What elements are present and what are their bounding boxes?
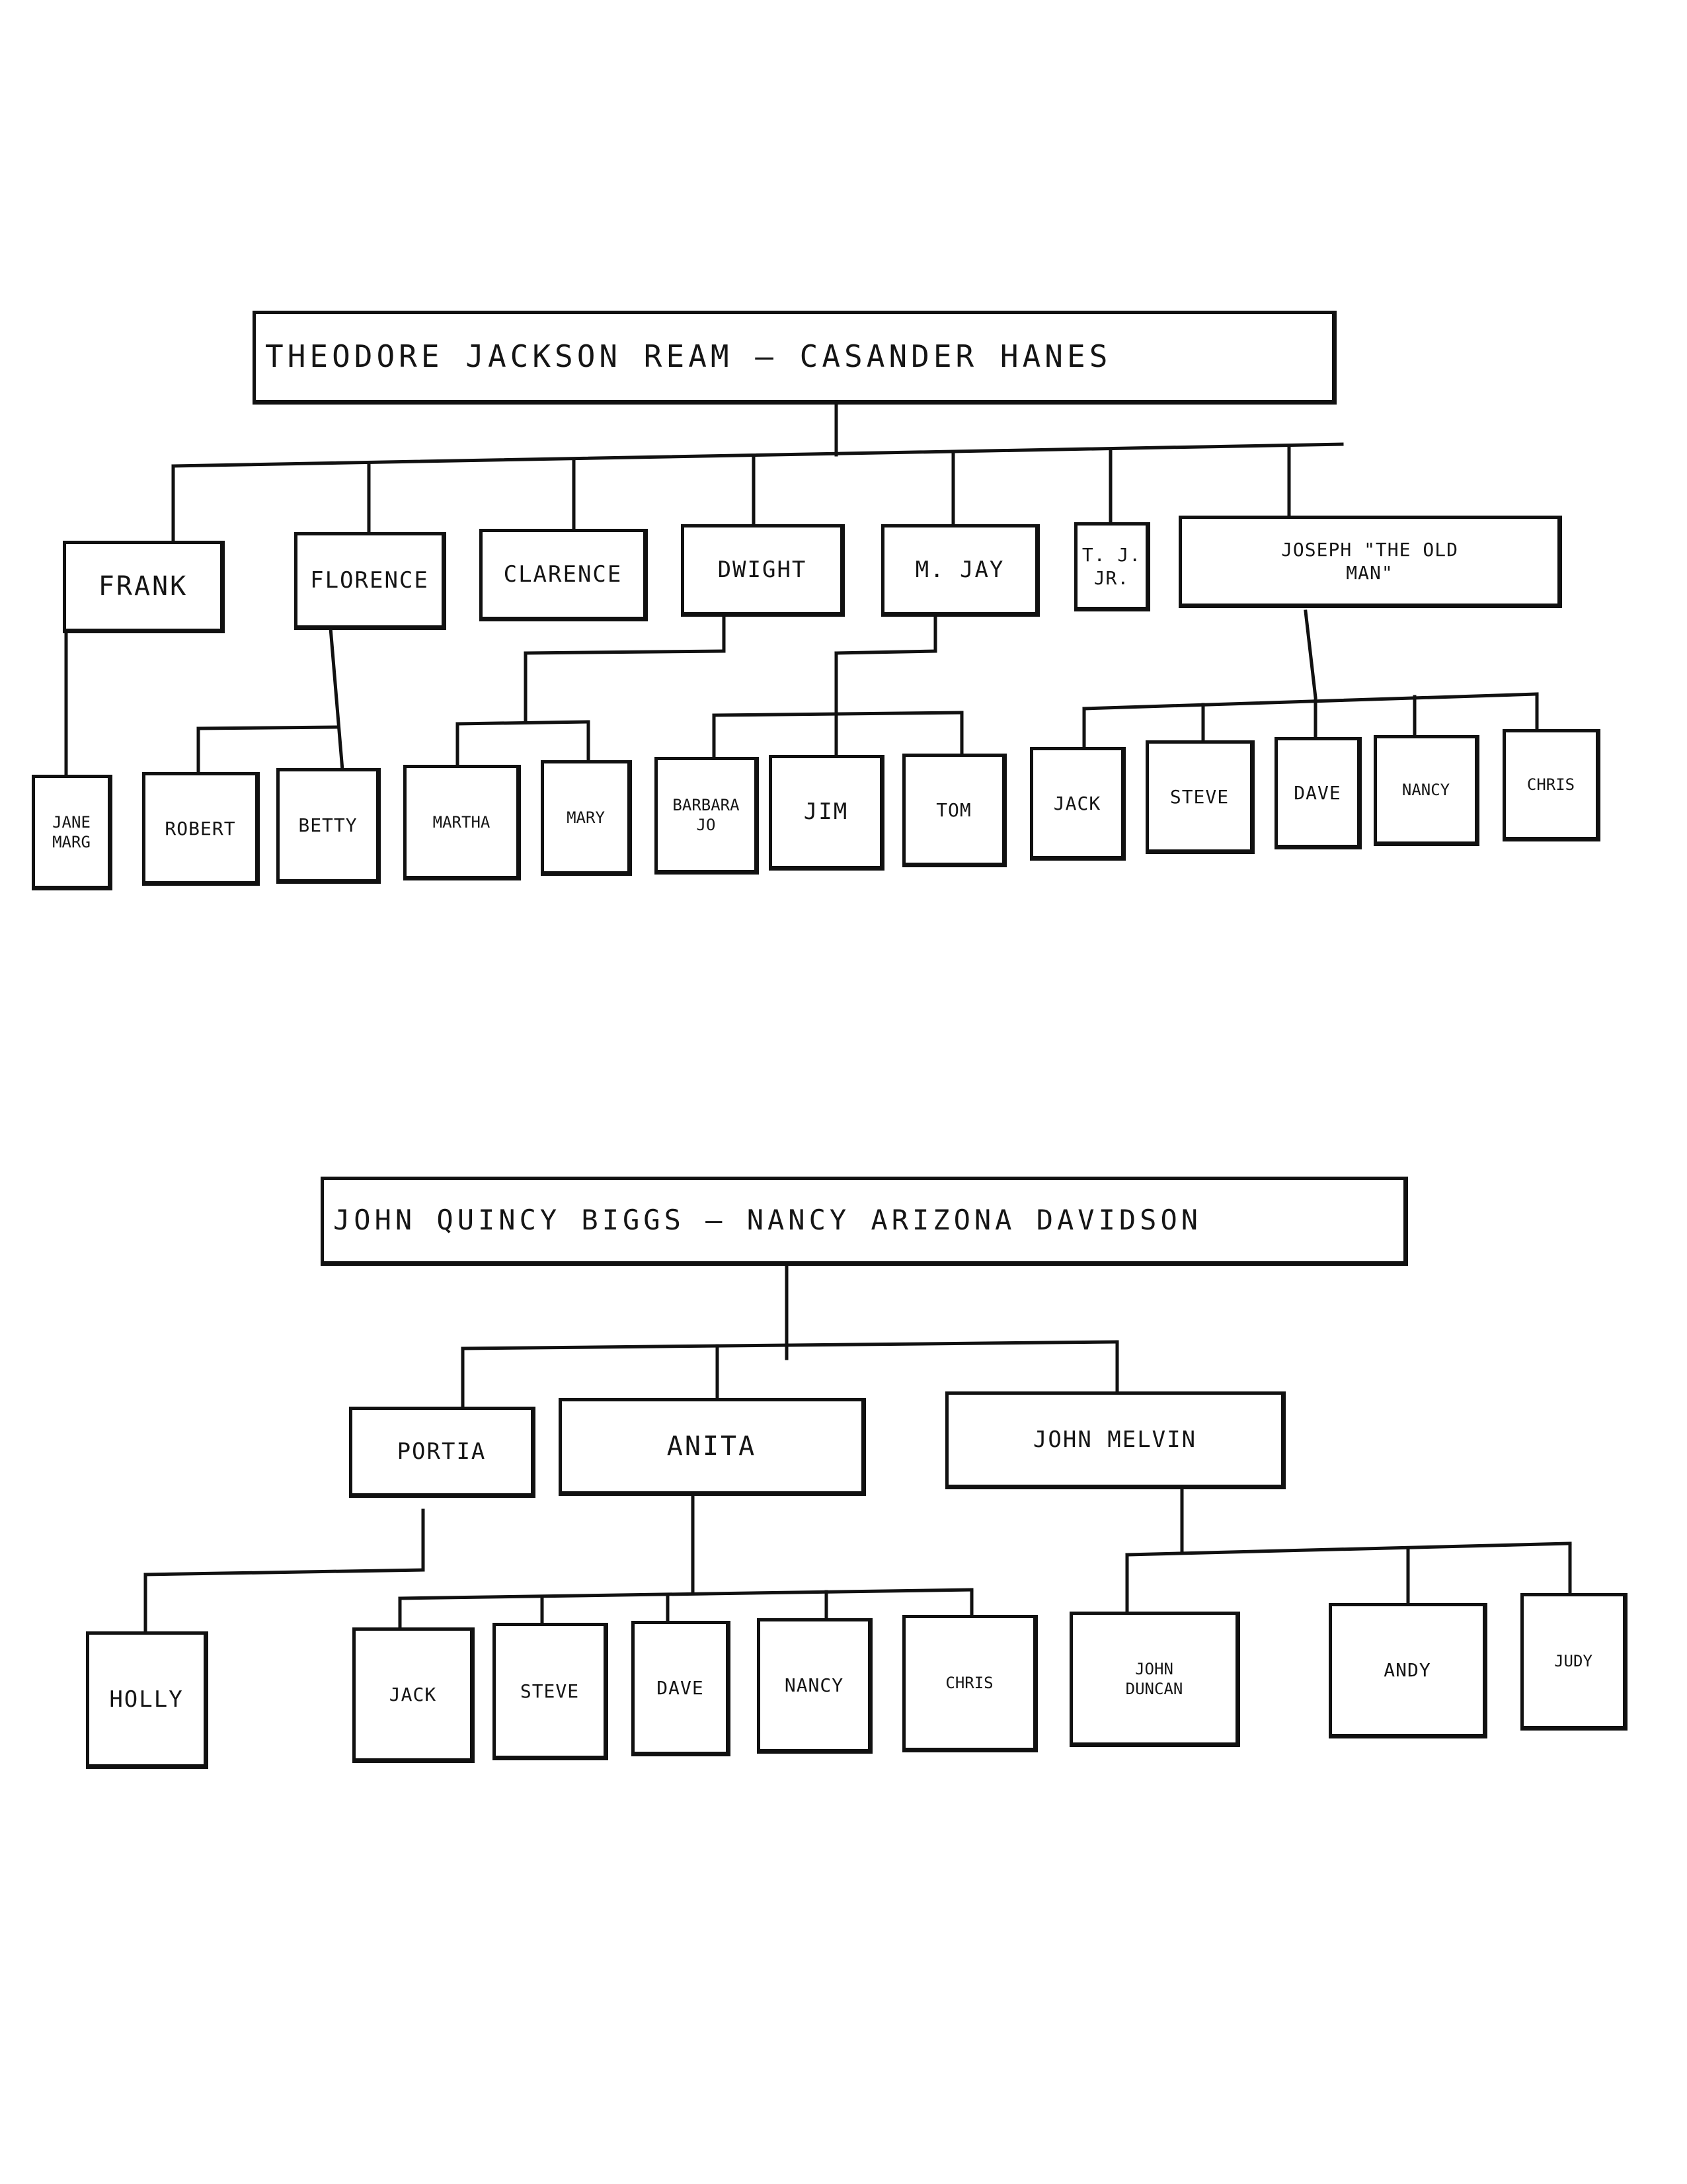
- child-florence: FLORENCE: [294, 532, 446, 630]
- grandchild-dave: DAVE: [1275, 737, 1362, 849]
- grandchild-steve-2: STEVE: [492, 1623, 608, 1760]
- grandchild-steve: STEVE: [1146, 740, 1255, 854]
- child-frank: FRANK: [63, 541, 225, 633]
- grandchild-dave-2: DAVE: [631, 1621, 730, 1756]
- grandchild-jim: JIM: [769, 755, 884, 871]
- grandchild-betty: BETTY: [276, 768, 381, 884]
- child-john-melvin: JOHN MELVIN: [945, 1391, 1286, 1489]
- grandchild-barbara-jo: BARBARA JO: [654, 757, 759, 875]
- grandchild-jane-marg: JANE MARG: [32, 775, 112, 890]
- grandchild-chris-2: CHRIS: [902, 1615, 1038, 1752]
- grandchild-jack: JACK: [1030, 747, 1126, 861]
- child-portia: PORTIA: [349, 1407, 535, 1498]
- grandchild-robert: ROBERT: [142, 772, 260, 886]
- child-clarence: CLARENCE: [479, 529, 648, 621]
- grandchild-john-duncan: JOHN DUNCAN: [1070, 1612, 1240, 1747]
- grandchild-tom: TOM: [902, 754, 1007, 867]
- root-couple-biggs-davidson: JOHN QUINCY BIGGS — NANCY ARIZONA DAVIDS…: [321, 1177, 1408, 1266]
- grandchild-jack-2: JACK: [352, 1627, 475, 1763]
- grandchild-chris: CHRIS: [1503, 729, 1600, 841]
- child-tj-jr: T. J. JR.: [1074, 522, 1150, 611]
- grandchild-mary: MARY: [541, 760, 632, 876]
- child-anita: ANITA: [559, 1398, 866, 1496]
- grandchild-andy: ANDY: [1329, 1603, 1487, 1738]
- grandchild-nancy-2: NANCY: [757, 1618, 873, 1754]
- grandchild-judy: JUDY: [1520, 1593, 1628, 1731]
- child-dwight: DWIGHT: [681, 524, 845, 617]
- child-m-jay: M. JAY: [881, 524, 1040, 617]
- child-joseph-the-old-man: JOSEPH "THE OLD MAN": [1179, 516, 1562, 608]
- grandchild-martha: MARTHA: [403, 765, 521, 880]
- grandchild-holly: HOLLY: [86, 1631, 208, 1769]
- grandchild-nancy: NANCY: [1374, 735, 1479, 846]
- root-couple-ream-hanes: THEODORE JACKSON REAM — CASANDER HANES: [253, 311, 1337, 405]
